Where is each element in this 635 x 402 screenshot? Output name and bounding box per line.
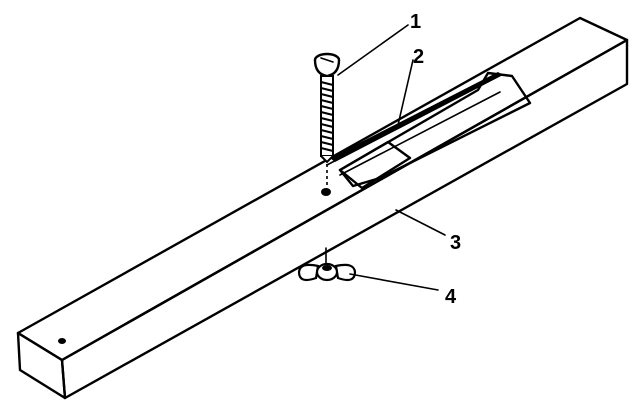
wing-nut-left-wing xyxy=(297,263,320,282)
recessed-pocket xyxy=(338,140,412,190)
wing-nut xyxy=(297,262,357,282)
slot-groove-edge xyxy=(326,83,481,166)
wing-nut-hub xyxy=(322,265,332,271)
wing-nut-right-wing xyxy=(334,263,357,282)
end-hole xyxy=(58,338,66,344)
leader-line-2 xyxy=(397,59,414,126)
leader-line-3 xyxy=(395,209,446,236)
callout-3: 3 xyxy=(450,232,461,254)
callout-1: 1 xyxy=(410,11,421,33)
bar-end-face xyxy=(16,331,67,400)
screw-threads xyxy=(320,81,334,152)
screw xyxy=(313,52,341,164)
callout-2: 2 xyxy=(413,46,424,68)
recessed-slot-far xyxy=(338,71,532,188)
screw-hole xyxy=(321,188,331,196)
groove-bottom-line xyxy=(339,91,501,176)
screw-head-slot xyxy=(320,57,334,63)
callout-4: 4 xyxy=(445,286,457,308)
bar-front-face xyxy=(60,38,629,400)
leader-line-4 xyxy=(349,273,439,291)
leader-line-1 xyxy=(337,24,409,76)
screw-head-dome xyxy=(313,59,341,78)
screw-tip xyxy=(320,155,334,164)
